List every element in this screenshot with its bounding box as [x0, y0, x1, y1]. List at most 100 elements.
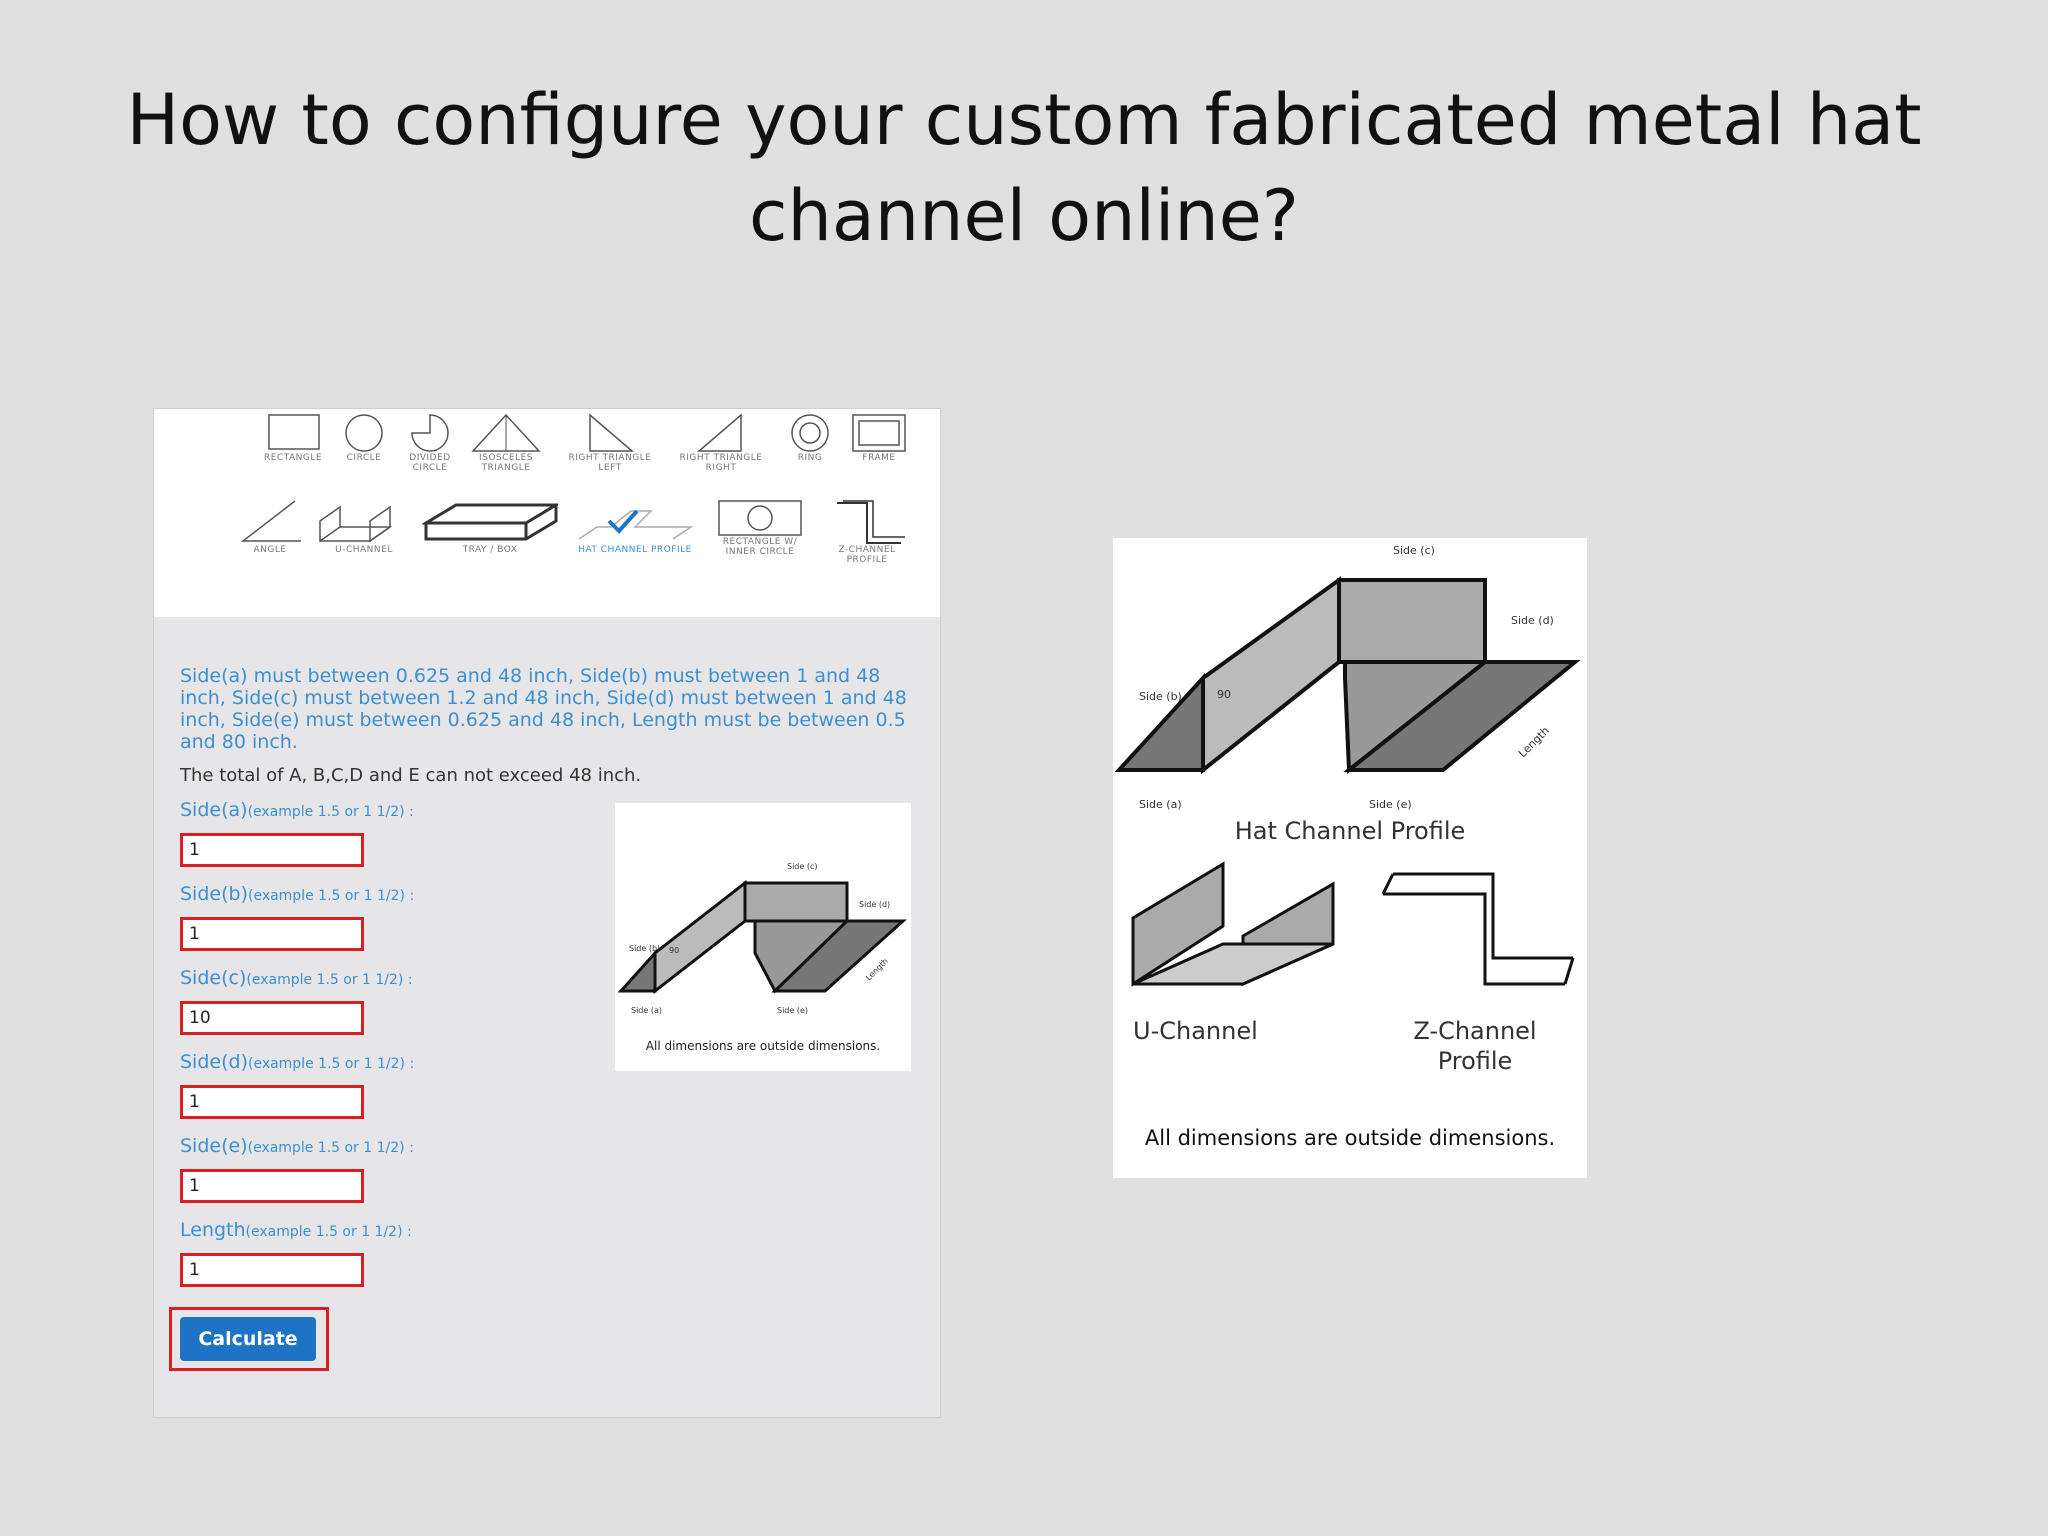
shape-label: FRAME [862, 453, 896, 463]
shape-picker: RECTANGLE CIRCLE DIVIDED CIRCLE ISOSCELE… [154, 409, 940, 617]
side-d-input[interactable] [180, 1085, 364, 1119]
shape-label: TRAY / BOX [462, 545, 518, 555]
frame-icon [852, 414, 906, 452]
right-triangle-right-icon [696, 413, 742, 452]
field-hint: (example 1.5 or 1 1/2) : [247, 888, 415, 904]
shape-label: Z-CHANNEL PROFILE [838, 545, 896, 565]
shape-label: CIRCLE [346, 453, 382, 463]
field-hint: (example 1.5 or 1 1/2) : [247, 1140, 414, 1156]
side-a-input[interactable] [180, 833, 364, 867]
shape-label: RING [797, 453, 823, 463]
shape-u-channel[interactable]: U-CHANNEL [314, 499, 414, 555]
calculate-highlight: Calculate [169, 1307, 329, 1371]
length-input[interactable] [180, 1253, 364, 1287]
slide-title-line1: How to configure your custom fabricated … [126, 79, 1922, 161]
dim-angle: 90 [1217, 688, 1231, 701]
hat-channel-icon [578, 509, 694, 540]
hat-channel-caption: Hat Channel Profile [1234, 817, 1466, 845]
z-channel-caption: Z-Channel Profile [1375, 1016, 1575, 1076]
dim-side-a: Side (a) [631, 1006, 662, 1015]
u-channel-icon [319, 505, 393, 543]
mini-dimensions-note: All dimensions are outside dimensions. [645, 1039, 881, 1053]
circle-icon [345, 414, 383, 452]
shape-circle[interactable]: CIRCLE [334, 413, 394, 463]
side-c-label: Side(c)(example 1.5 or 1 1/2) : [180, 967, 413, 989]
isosceles-triangle-icon [471, 413, 541, 452]
field-hint: (example 1.5 or 1 1/2) : [247, 804, 414, 820]
dimensions-note: All dimensions are outside dimensions. [1144, 1126, 1556, 1150]
configurator-screenshot: RECTANGLE CIRCLE DIVIDED CIRCLE ISOSCELE… [153, 408, 941, 1418]
length-label: Length(example 1.5 or 1 1/2) : [180, 1219, 412, 1241]
slide-title-line2: channel online? [749, 175, 1299, 257]
side-d-label: Side(d)(example 1.5 or 1 1/2) : [180, 1051, 414, 1073]
ring-icon [791, 414, 829, 452]
angle-icon [240, 500, 301, 542]
field-name: Side(a) [180, 799, 248, 821]
shape-ring[interactable]: RING [782, 413, 838, 463]
shape-label: ANGLE [253, 545, 287, 555]
z-caption-line1: Z-Channel [1413, 1017, 1537, 1045]
shape-label: U-CHANNEL [335, 545, 393, 555]
dim-side-b: Side (b) [629, 944, 660, 953]
dim-side-e: Side (e) [777, 1006, 808, 1015]
field-hint: (example 1.5 or 1 1/2) : [245, 1224, 412, 1240]
divided-circle-icon [411, 414, 449, 452]
shape-label: RIGHT TRIANGLE LEFT [568, 453, 652, 473]
shape-label: RECTANGLE W/ INNER CIRCLE [722, 537, 798, 557]
field-name: Side(c) [180, 967, 247, 989]
rectangle-inner-circle-icon [718, 500, 802, 536]
right-triangle-left-icon [589, 413, 635, 452]
shape-label: ISOSCELES TRIANGLE [478, 453, 534, 473]
calculate-button[interactable]: Calculate [180, 1317, 316, 1361]
side-b-input[interactable] [180, 917, 364, 951]
field-name: Side(e) [180, 1135, 248, 1157]
dim-side-d: Side (d) [859, 900, 890, 909]
shape-rectangle[interactable]: RECTANGLE [254, 413, 332, 463]
shape-divided-circle[interactable]: DIVIDED CIRCLE [400, 413, 460, 473]
u-channel-caption: U-Channel [1133, 1017, 1258, 1045]
shape-right-triangle-right[interactable]: RIGHT TRIANGLE RIGHT [668, 413, 774, 473]
shape-angle[interactable]: ANGLE [232, 499, 308, 555]
shape-z-channel-profile[interactable]: Z-CHANNEL PROFILE [818, 499, 916, 565]
shape-tray-box[interactable]: TRAY / BOX [420, 499, 560, 555]
shape-frame[interactable]: FRAME [846, 413, 912, 463]
total-limit-text: The total of A, B,C,D and E can not exce… [180, 765, 642, 786]
field-hint: (example 1.5 or 1 1/2) : [247, 1056, 415, 1072]
field-name: Side(b) [180, 883, 248, 905]
dim-length: Length [1516, 724, 1552, 760]
rectangle-icon [268, 414, 320, 450]
profile-diagrams: Side (c) Side (d) Side (b) Side (a) Side… [1113, 538, 1587, 1178]
profile-drawings: Side (c) Side (d) Side (b) Side (a) Side… [1114, 544, 1581, 987]
shape-rectangle-inner-circle[interactable]: RECTANGLE W/ INNER CIRCLE [710, 499, 810, 557]
tray-box-icon [422, 503, 558, 541]
side-e-input[interactable] [180, 1169, 364, 1203]
dim-side-e: Side (e) [1369, 798, 1412, 811]
shape-label: RIGHT TRIANGLE RIGHT [679, 453, 763, 473]
hat-channel-drawing: Side (c) Side (d) Side (b) Side (a) Side… [617, 862, 907, 1015]
dim-side-d: Side (d) [1511, 614, 1554, 627]
slide-title: How to configure your custom fabricated … [100, 72, 1948, 264]
field-hint: (example 1.5 or 1 1/2) : [246, 972, 413, 988]
dim-length: Length [864, 957, 890, 983]
mini-hat-channel-diagram: Side (c) Side (d) Side (b) Side (a) Side… [615, 803, 911, 1071]
shape-right-triangle-left[interactable]: RIGHT TRIANGLE LEFT [562, 413, 658, 473]
z-channel-icon [837, 500, 905, 544]
side-e-label: Side(e)(example 1.5 or 1 1/2) : [180, 1135, 414, 1157]
side-a-label: Side(a)(example 1.5 or 1 1/2) : [180, 799, 414, 821]
shape-label: RECTANGLE [263, 453, 323, 463]
dim-side-a: Side (a) [1139, 798, 1182, 811]
constraint-text: Side(a) must between 0.625 and 48 inch, … [180, 665, 907, 753]
shape-label: DIVIDED CIRCLE [409, 453, 451, 473]
dim-angle: 90 [669, 946, 679, 955]
dim-side-c: Side (c) [787, 862, 817, 871]
side-b-label: Side(b)(example 1.5 or 1 1/2) : [180, 883, 414, 905]
shape-isosceles-triangle[interactable]: ISOSCELES TRIANGLE [466, 413, 546, 473]
shape-label: HAT CHANNEL PROFILE [578, 545, 692, 555]
field-name: Length [180, 1219, 246, 1241]
field-name: Side(d) [180, 1051, 248, 1073]
dim-side-c: Side (c) [1393, 544, 1435, 557]
side-c-input[interactable] [180, 1001, 364, 1035]
dim-side-b: Side (b) [1139, 690, 1182, 703]
shape-hat-channel-profile[interactable]: HAT CHANNEL PROFILE [572, 499, 698, 555]
z-caption-line2: Profile [1437, 1047, 1513, 1075]
